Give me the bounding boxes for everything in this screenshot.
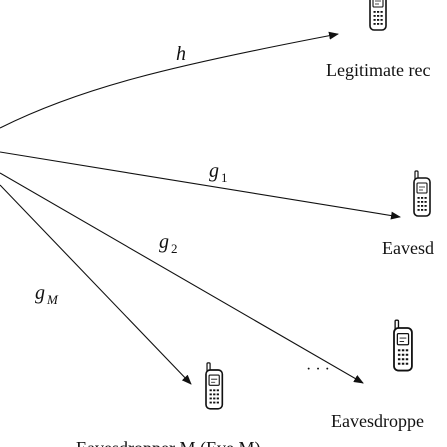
channel-g1-label: g xyxy=(209,160,219,182)
channel-g1-subscript: 1 xyxy=(221,170,228,185)
eavesdropper-m-phone-icon xyxy=(205,362,224,410)
legitimate-receiver-label: Legitimate rec xyxy=(326,60,430,80)
eavesdropper-1-phone-icon xyxy=(413,170,431,217)
channel-g2-label: g xyxy=(159,231,169,253)
channel-g1-arrow xyxy=(0,151,401,220)
ellipsis: · · · xyxy=(306,361,330,378)
legitimate-receiver-phone-icon xyxy=(369,0,387,31)
channel-gM-subscript: M xyxy=(46,292,59,307)
channel-h-arrow xyxy=(0,31,339,129)
eavesdropper-m-label: Eavesdropper M (Eve M) xyxy=(76,438,260,447)
channel-g2-subscript: 2 xyxy=(171,241,178,256)
eavesdropper-m1-phone-icon xyxy=(393,319,413,372)
channel-gM-arrow xyxy=(0,184,192,385)
eavesdropper-1-label: Eavesd xyxy=(382,238,434,258)
channel-gM-label: g xyxy=(35,282,45,304)
eavesdropper-m1-label: Eavesdroppe xyxy=(331,411,424,431)
channel-h-label: h xyxy=(176,43,186,65)
channel-g2-arrow xyxy=(0,172,364,384)
